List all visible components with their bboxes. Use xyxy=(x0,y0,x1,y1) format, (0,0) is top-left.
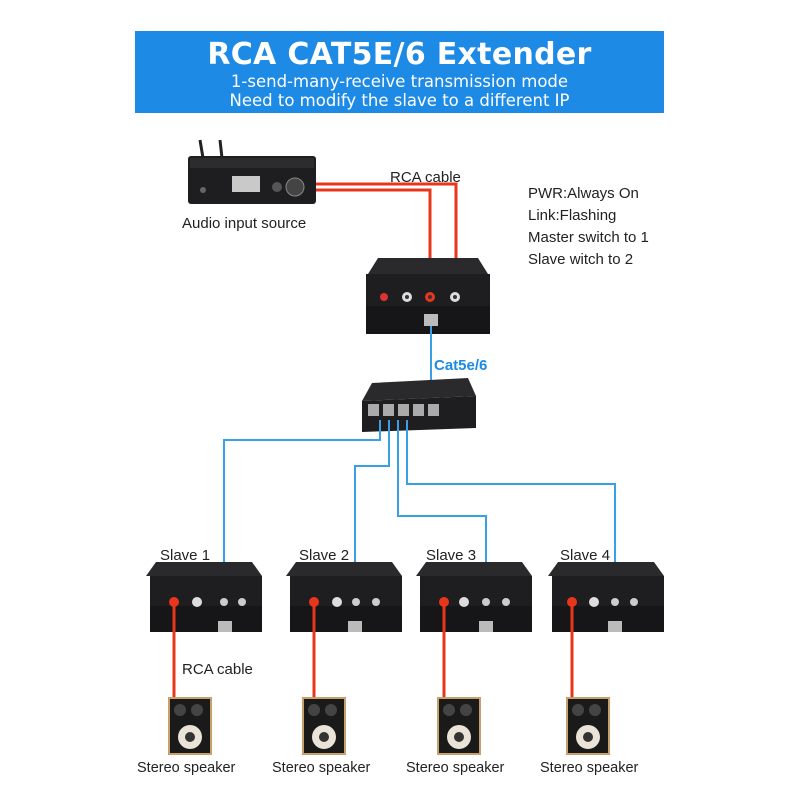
speaker-1-label: Stereo speaker xyxy=(137,760,236,776)
speaker-4-icon xyxy=(566,697,610,755)
speaker-3-label: Stereo speaker xyxy=(406,760,505,776)
audio-receiver-icon xyxy=(188,139,316,204)
note-link: Link:Flashing xyxy=(528,207,617,224)
speaker-2-icon xyxy=(302,697,346,755)
rca-cable-top-label: RCA cable xyxy=(390,169,461,186)
slave-3-label: Slave 3 xyxy=(426,547,477,564)
network-switch-icon xyxy=(362,378,476,432)
rca-cable-bottom-label: RCA cable xyxy=(182,661,253,678)
status-notes: PWR:Always On Link:Flashing Master switc… xyxy=(528,183,649,271)
master-transmitter-icon xyxy=(366,258,490,334)
banner-title: RCA CAT5E/6 Extender xyxy=(207,37,592,72)
banner-subtitle-1: 1-send-many-receive transmission mode xyxy=(230,72,569,91)
title-banner: RCA CAT5E/6 Extender 1-send-many-receive… xyxy=(135,31,664,113)
slave-1-label: Slave 1 xyxy=(160,547,211,564)
note-master: Master switch to 1 xyxy=(528,229,649,246)
slave-4-label: Slave 4 xyxy=(560,547,611,564)
cat-cable-label: Cat5e/6 xyxy=(434,357,488,374)
rca-cables-bottom xyxy=(172,604,574,704)
audio-source-label: Audio input source xyxy=(182,215,307,232)
rca-cable-top xyxy=(316,182,458,288)
slave-2-label: Slave 2 xyxy=(299,547,350,564)
slave-4-receiver-icon xyxy=(548,562,664,632)
speaker-4-label: Stereo speaker xyxy=(540,760,639,776)
slave-3-receiver-icon xyxy=(416,562,532,632)
slave-2-receiver-icon xyxy=(286,562,402,632)
note-pwr: PWR:Always On xyxy=(528,185,639,202)
note-slave: Slave witch to 2 xyxy=(528,251,634,268)
slave-1-receiver-icon xyxy=(146,562,262,632)
speaker-1-icon xyxy=(168,697,212,755)
banner-subtitle-2: Need to modify the slave to a different … xyxy=(229,91,570,110)
speaker-2-label: Stereo speaker xyxy=(272,760,371,776)
speaker-3-icon xyxy=(437,697,481,755)
